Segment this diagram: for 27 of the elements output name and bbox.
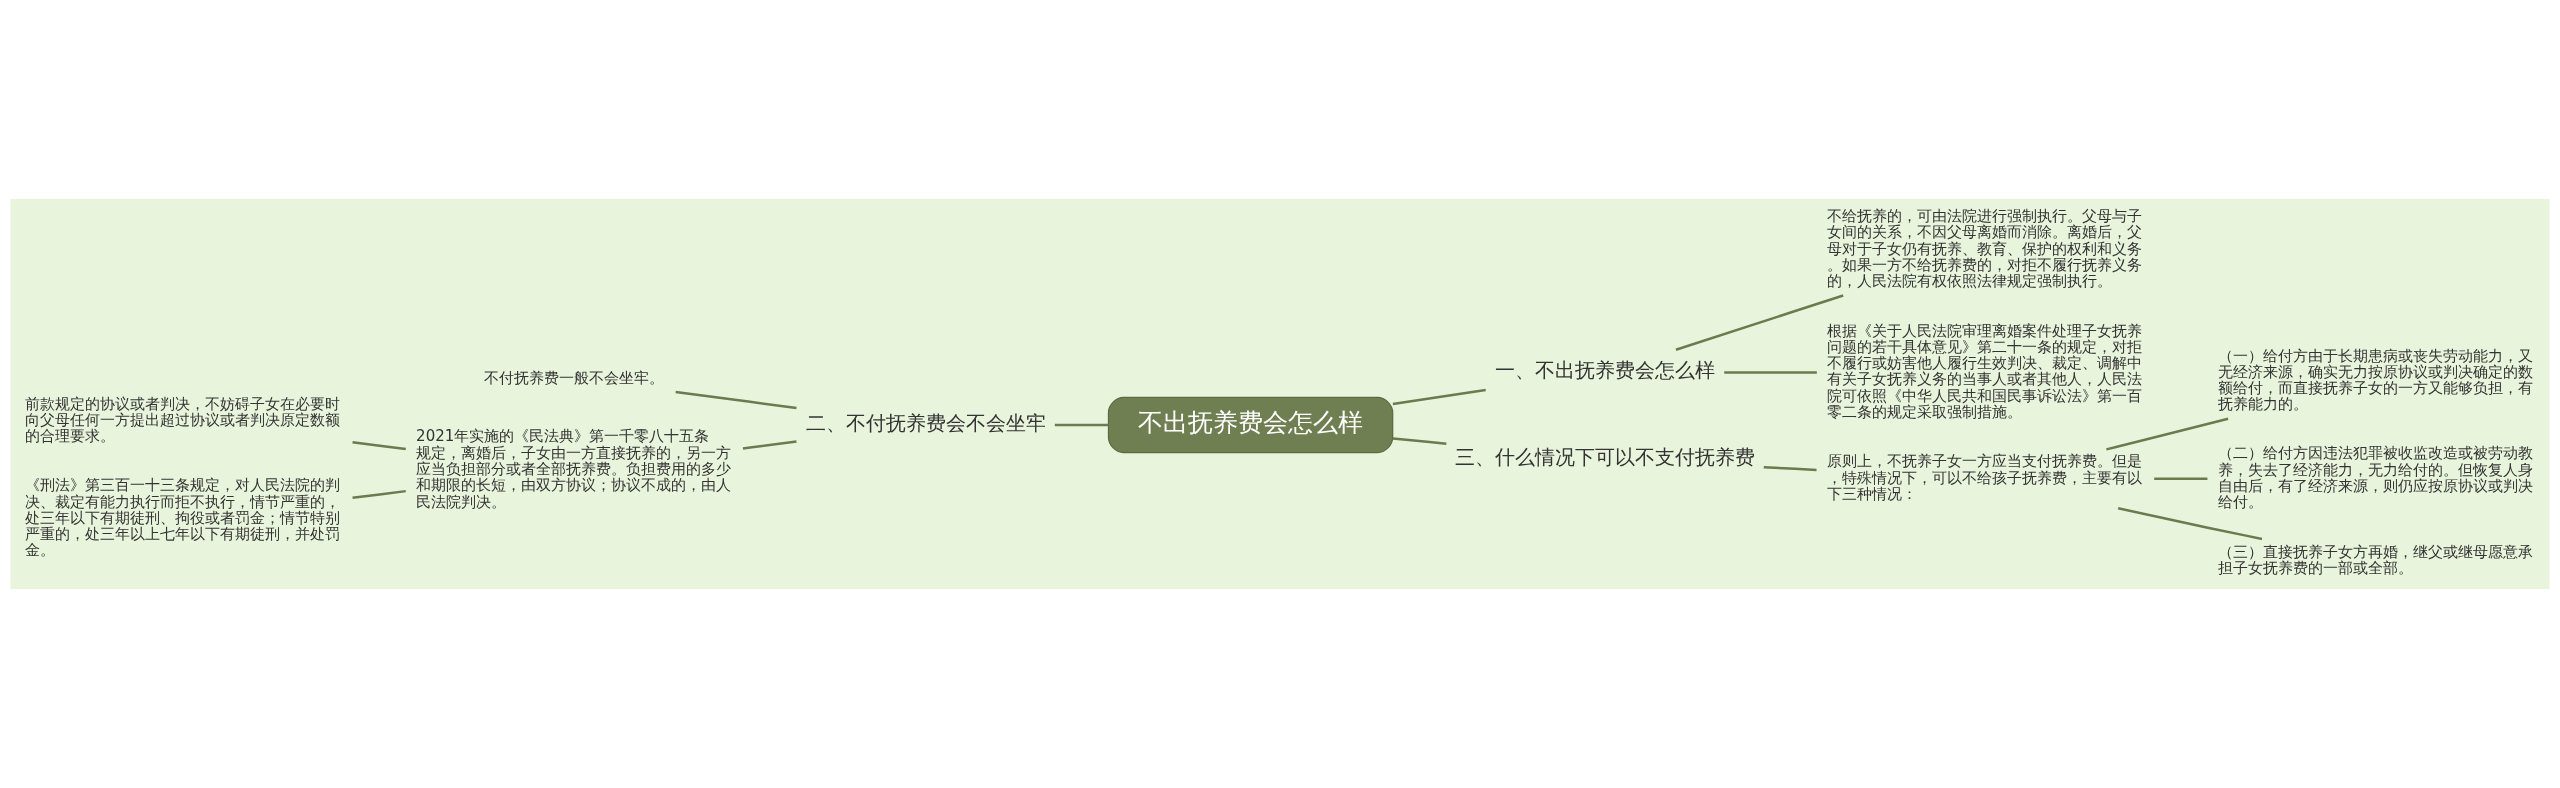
- node-text: 不给抚养的，可由法院进行强制执行。父母与子女间的关系，不因父母离婚而消除。离婚后，父母对于子女仍有抚养、教育、保护的权利和义务。如果一方不给抚养费的，对拒不履行抚养义务的，人民法院有权依照法律规定强制执行。: [1827, 207, 2143, 291]
- connector: [742, 440, 797, 450]
- connector: [1054, 423, 1109, 427]
- node-text: （一）给付方由于长期患病或丧失劳动能力，又无经济来源，确实无力按原协议或判决确定的数额给付，而直接抚养子女的一方又能够负担，有抚养能力的。: [2217, 346, 2533, 414]
- connector: [2106, 417, 2229, 451]
- connector: [1724, 371, 1817, 374]
- node-text: 前款规定的协议或者判决，不妨碍子女在必要时向父母任何一方提出超过协议或者判决原定数额的合理要求。: [25, 394, 341, 446]
- connector: [352, 441, 406, 451]
- node-text: 一、不出抚养费会怎么样: [1494, 358, 1715, 383]
- node-text: 不付抚养费一般不会坐牢。: [483, 368, 664, 387]
- node-text: 原则上，不抚养子女一方应当支付抚养费。但是，特殊情况下，可以不给孩子抚养费，主要有以下三种情况：: [1827, 452, 2143, 503]
- node-box: 不出抚养费会怎么样: [1107, 396, 1394, 454]
- node-text: （三）直接抚养子女方再婚，继父或继母愿意承担子女抚养费的一部或全部。: [2217, 543, 2533, 578]
- node-text: 根据《关于人民法院审理离婚案件处理子女抚养问题的若干具体意见》第二十一条的规定，对拒不履行或妨害他人履行生效判决、裁定、调解中有关子女抚养义务的当事人或者其他人，人民法院可依照《中华人民共和国民事诉讼法》第一百零二条的规定采取强制措施。: [1827, 321, 2143, 421]
- node-text: （二）给付方因违法犯罪被收监改造或被劳动教养，失去了经济能力，无力给付的。但恢复人身自由后，有了经济来源，则仍应按原协议或判决给付。: [2217, 444, 2533, 512]
- connector: [1675, 294, 1844, 351]
- node-text: 《刑法》第三百一十三条规定，对人民法院的判决、裁定有能力执行而拒不执行，情节严重的，处三年以下有期徒刑、拘役或者罚金；情节特别严重的，处三年以上七年以下有期徒刑，并处罚金。: [25, 476, 341, 560]
- connector: [675, 390, 797, 410]
- connector: [2154, 477, 2208, 481]
- connector: [1392, 437, 1447, 445]
- connector: [2117, 507, 2263, 541]
- connector: [1763, 465, 1817, 472]
- connector: [1392, 388, 1486, 406]
- node-text: 2021年实施的《民法典》第一千零八十五条规定，离婚后，子女由一方直接抚养的，另一方应当负担部分或者全部抚养费。负担费用的多少和期限的长短，由双方协议；协议不成的，由人民法院判决。: [416, 427, 732, 511]
- connector: [352, 489, 406, 500]
- node-text: 三、什么情况下可以不支付抚养费: [1454, 444, 1755, 469]
- node-text: 二、不付抚养费会不会坐牢: [805, 410, 1046, 435]
